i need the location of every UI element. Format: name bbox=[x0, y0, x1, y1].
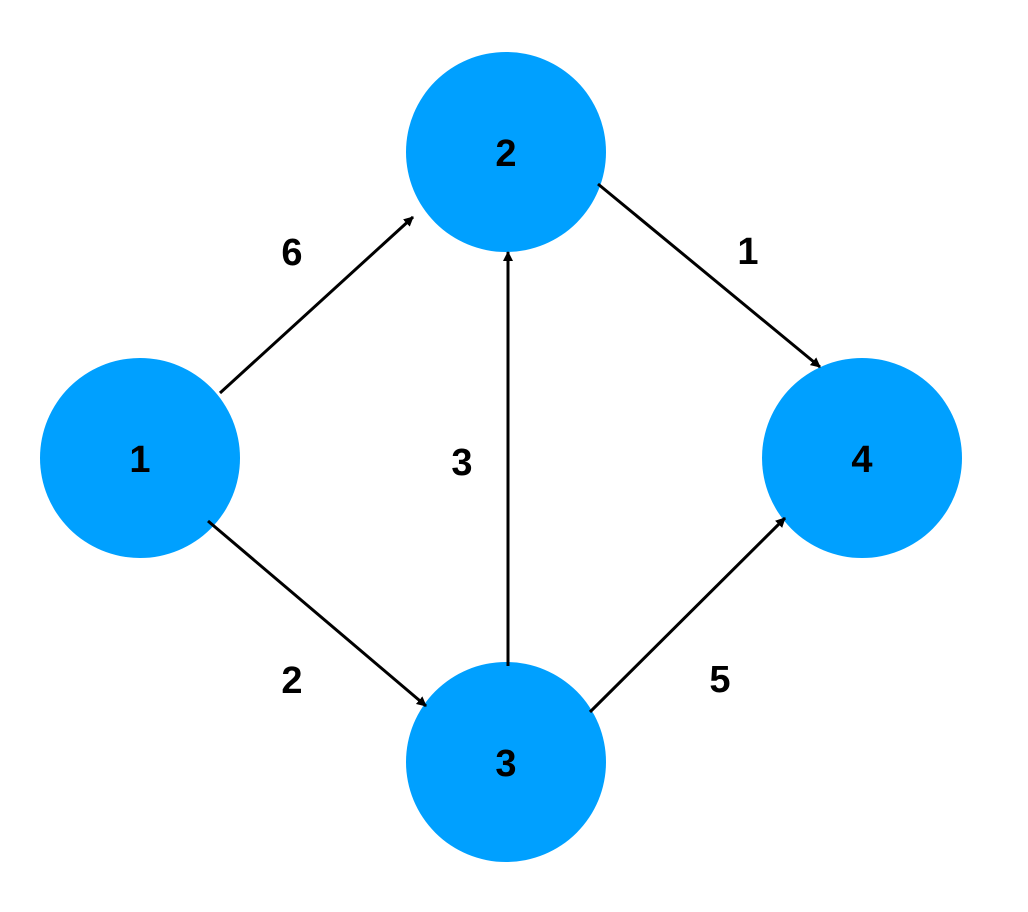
edge-1-to-3-arrow bbox=[207, 519, 427, 708]
node-3: 3 bbox=[406, 662, 606, 862]
node-1-label: 1 bbox=[129, 439, 150, 481]
node-4-circle bbox=[762, 358, 962, 558]
node-3-circle bbox=[406, 662, 606, 862]
edge-3-to-4-weight: 5 bbox=[709, 659, 730, 701]
edge-1-to-3-weight: 2 bbox=[281, 660, 302, 702]
node-2-circle bbox=[406, 52, 606, 252]
node-4-label: 4 bbox=[851, 439, 872, 481]
edge-2-to-4-weight: 1 bbox=[737, 231, 758, 273]
edge-3-to-2-weight: 3 bbox=[451, 442, 472, 484]
edge-1-to-2-weight: 6 bbox=[281, 232, 302, 274]
node-3-label: 3 bbox=[495, 743, 516, 785]
edge-2-to-4-arrow bbox=[597, 182, 821, 369]
node-1: 1 bbox=[40, 358, 240, 558]
node-4: 4 bbox=[762, 358, 962, 558]
edge-1-to-2-arrow bbox=[218, 215, 415, 395]
node-2: 2 bbox=[406, 52, 606, 252]
edge-3-to-4-arrow bbox=[588, 516, 787, 714]
node-1-circle bbox=[40, 358, 240, 558]
node-2-label: 2 bbox=[495, 133, 516, 175]
